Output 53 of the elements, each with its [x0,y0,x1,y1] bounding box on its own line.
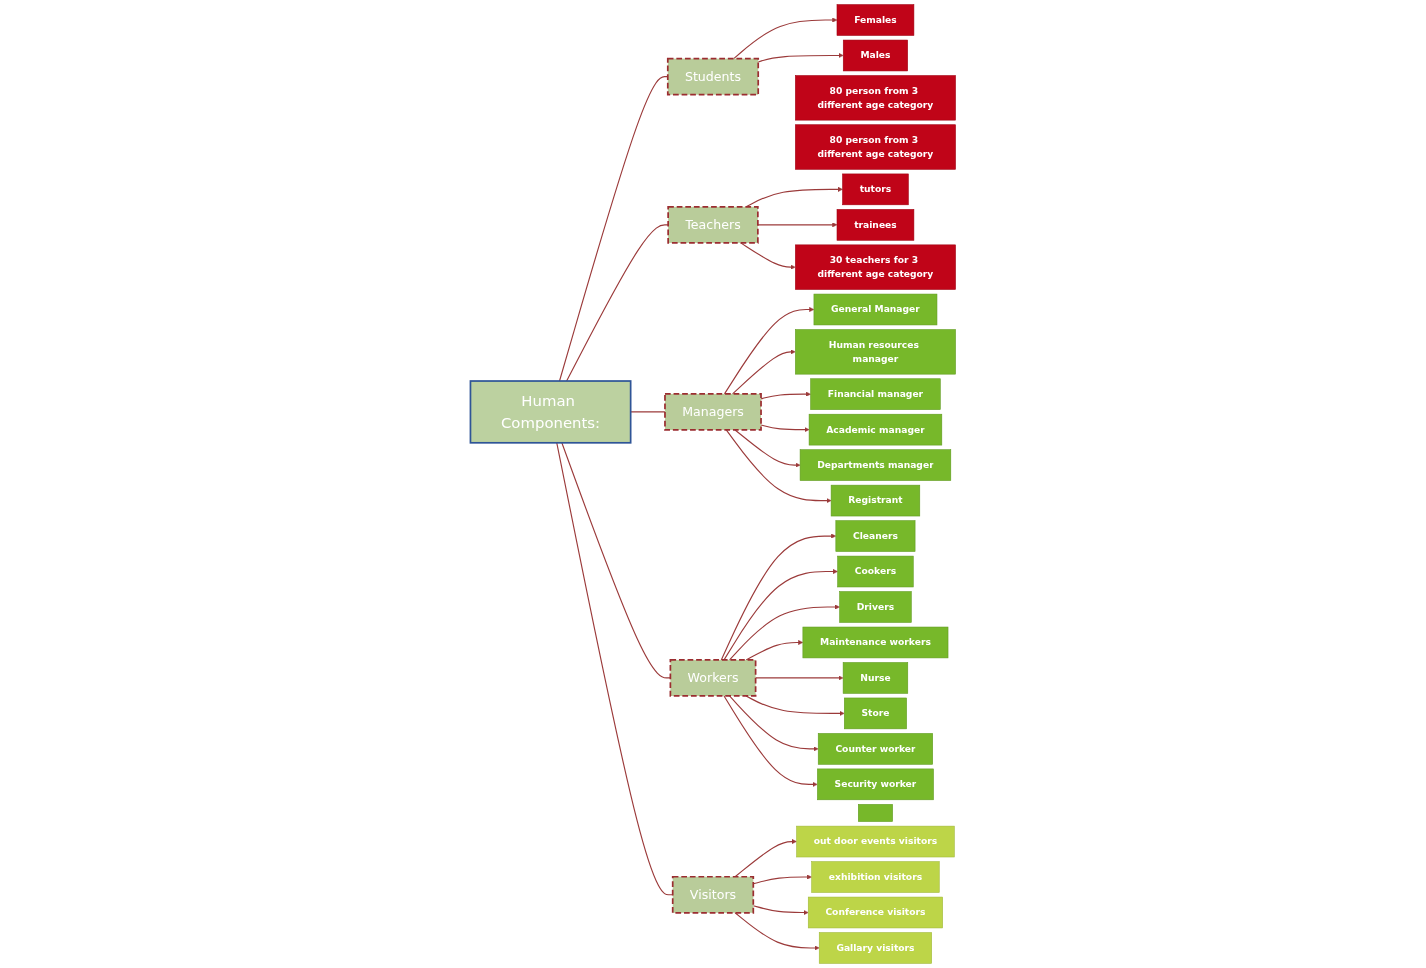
node-box: Human Components: [469,380,632,444]
node-box: Counter worker [817,733,933,765]
node-box: Maintenance workers [802,626,949,659]
arrow [745,186,843,208]
arrow [725,429,832,504]
arrow [729,695,819,752]
node-box: Females [836,4,915,36]
node-box: 80 person from 3 different age category [795,75,956,121]
node-box: trainees [836,209,915,241]
connector [558,76,669,382]
arrow [734,429,801,468]
node-box: Drivers [839,591,912,623]
node-box: Security worker [817,768,934,801]
node-box: Visitors [671,875,755,914]
node-box: Financial manager [810,378,941,410]
node-box: Store [844,697,907,730]
node-box: 80 person from 3 different age category [795,124,956,170]
node-box: out door events visitors [796,825,955,858]
node-box: Nurse [842,662,909,694]
arrow [734,839,797,878]
node-box [858,804,893,822]
node-box: Departments manager [799,449,952,481]
connector [566,224,669,382]
arrow [733,17,838,60]
connector [561,442,671,679]
node-box: Registrant [830,484,921,517]
node-box: Managers [664,393,762,431]
node-box: General Manager [813,293,938,326]
node-box: Teachers [667,205,759,244]
arrow [734,912,820,951]
arrow [729,604,840,661]
arrow [723,307,815,395]
arrow [732,349,796,395]
node-box: tutors [842,173,909,206]
arrow [723,695,818,787]
node-box: Workers [669,659,757,697]
arrow [740,242,796,270]
node-box: exhibition visitors [811,861,940,893]
arrow [757,222,838,228]
node-box: Cleaners [835,520,916,552]
node-box: Human resources manager [795,329,956,375]
node-box: Males [842,39,908,72]
node-box: Gallary visitors [818,932,932,964]
arrow [745,695,845,716]
arrow [755,675,844,681]
node-box: Students [666,57,760,96]
node-box: Cookers [837,555,914,588]
node-box: Academic manager [808,413,943,446]
node-box: 30 teachers for 3 different age category [795,244,956,290]
arrow [720,533,837,661]
arrow [723,569,838,661]
node-box: Conference visitors [807,896,943,929]
arrow [745,639,804,661]
